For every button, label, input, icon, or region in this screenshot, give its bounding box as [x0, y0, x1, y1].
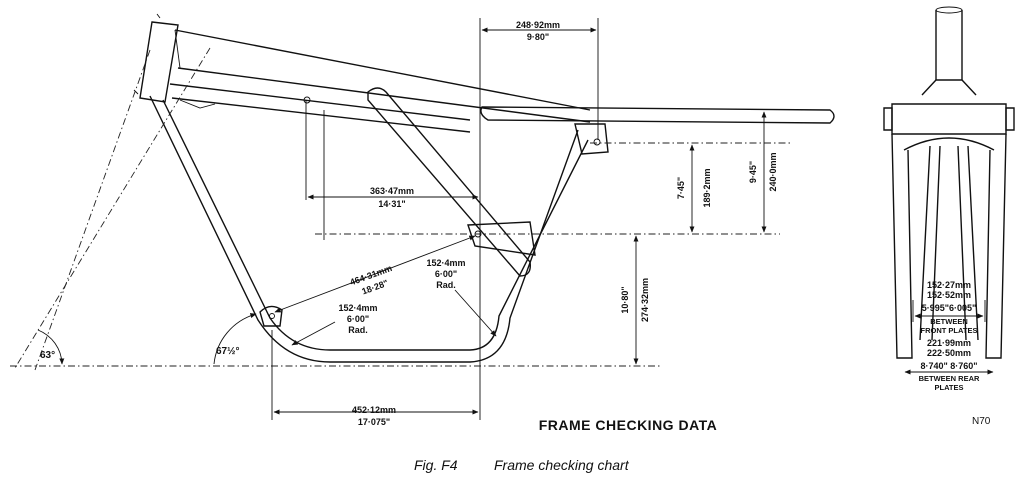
dimension-lines: [10, 18, 790, 420]
rear-front-lbl1: BETWEEN: [930, 317, 968, 326]
rear-front-mm1: 152·27mm: [927, 280, 971, 290]
secondary-tube: [169, 83, 471, 133]
diagonal-brace: [367, 87, 531, 277]
angle-seat: 67½°: [216, 346, 239, 357]
dim-rad1-lbl: Rad.: [348, 325, 368, 335]
dim-v3-in: 10·80": [620, 286, 630, 313]
dim-base-mm: 452·12mm: [352, 405, 396, 415]
dim-v3-mm: 274·32mm: [640, 278, 650, 322]
dim-rad2-lbl: Rad.: [436, 280, 456, 290]
rear-rear-lbl1: BETWEEN REAR: [919, 374, 980, 383]
dim-v2-in: 9·45": [748, 161, 758, 183]
dim-mid-in: 14·31": [378, 199, 405, 209]
frame-rear-view: 152·27mm 152·52mm 5·995"6·005" BETWEEN F…: [883, 6, 1015, 392]
steering-head-tube: [139, 21, 179, 103]
angle-head: 63°: [40, 350, 55, 361]
dim-rad1-in: 6·00": [347, 314, 369, 324]
rear-rail: [480, 106, 835, 124]
dim-top-mm: 248·92mm: [516, 20, 560, 30]
lower-plate: [259, 305, 283, 327]
dim-v1-mm: 189·2mm: [702, 168, 712, 207]
figure-caption: Frame checking chart: [494, 457, 630, 473]
dim-rad2-in: 6·00": [435, 269, 457, 279]
rear-rear-lbl2: PLATES: [934, 383, 963, 392]
diagram-title: FRAME CHECKING DATA: [539, 417, 718, 433]
frame-side-view: [133, 13, 835, 363]
dim-base-in: 17·075": [358, 417, 390, 427]
dim-top-in: 9·80": [527, 32, 549, 42]
rear-front-in: 5·995"6·005": [922, 303, 977, 313]
figure-number: Fig. F4: [414, 457, 458, 473]
rear-front-mm2: 152·52mm: [927, 290, 971, 300]
dim-mid-mm: 363·47mm: [370, 186, 414, 196]
dim-v1-in: 7·45": [676, 177, 686, 199]
rear-rear-in: 8·740" 8·760": [920, 361, 977, 371]
rear-gusset: [574, 123, 609, 155]
dim-rad2-mm: 152·4mm: [426, 258, 465, 268]
rear-rear-mm2: 222·50mm: [927, 348, 971, 358]
drawing-code: N70: [972, 416, 991, 427]
dim-v2-mm: 240·0mm: [768, 152, 778, 191]
rear-front-lbl2: FRONT PLATES: [921, 326, 978, 335]
rear-rear-mm1: 221·99mm: [927, 338, 971, 348]
dim-rad1-mm: 152·4mm: [338, 303, 377, 313]
top-tube: [174, 29, 591, 123]
